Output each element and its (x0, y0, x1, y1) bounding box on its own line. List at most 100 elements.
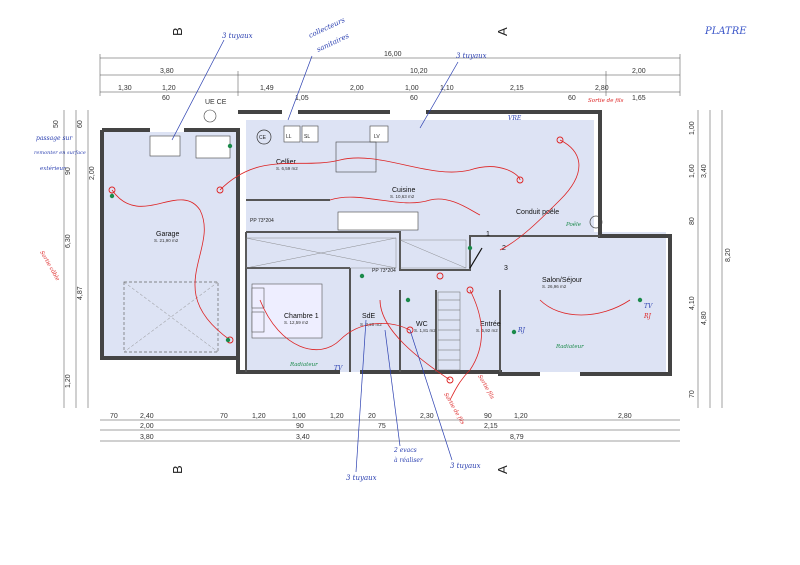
svg-text:4,87: 4,87 (77, 286, 84, 300)
note-tuyaux-bottom-left: 3 tuyaux (346, 474, 377, 482)
svg-text:90: 90 (484, 413, 492, 420)
svg-text:1,20: 1,20 (65, 374, 72, 388)
svg-text:3,40: 3,40 (296, 434, 310, 441)
note-rj-entree: RJ (517, 327, 526, 334)
note-evacs: 2 evacs (393, 447, 417, 454)
note-tv-bedroom: TV (334, 365, 343, 372)
svg-text:1,05: 1,05 (295, 95, 309, 102)
stairs (437, 291, 461, 371)
walls (100, 110, 672, 376)
svg-text:60: 60 (162, 95, 170, 102)
axis-b-bottom: B (170, 465, 185, 474)
dim-top-right: 2,00 (632, 68, 646, 75)
note-remonter: remonter en surface (34, 150, 86, 156)
svg-text:1,10: 1,10 (440, 85, 454, 92)
pp-door-1: PP 73*204 (250, 218, 274, 224)
marker-2: 2 (502, 245, 506, 252)
dim-bottom-row1: 70 2,40 70 1,20 1,00 1,20 20 2,30 90 1,2… (110, 413, 632, 420)
room-sde-name: SdE (362, 313, 376, 320)
room-salon-name: Salon/Séjour (542, 277, 583, 284)
plan-title: PLATRE (704, 26, 747, 37)
svg-text:60: 60 (77, 120, 84, 128)
room-cellier-name: Cellier (276, 159, 297, 166)
svg-text:75: 75 (378, 423, 386, 430)
room-entree-name: Entrée (480, 321, 501, 328)
svg-text:3,80: 3,80 (140, 434, 154, 441)
pp-door-2: PP 73*204 (372, 268, 396, 274)
meter-icon (203, 109, 217, 123)
ce-label: CE (259, 135, 267, 141)
svg-text:70: 70 (689, 390, 696, 398)
svg-text:90: 90 (65, 167, 72, 175)
service-points (109, 143, 643, 343)
floor-fill (104, 120, 666, 372)
svg-text:2,15: 2,15 (484, 423, 498, 430)
note-radiateur-left: Radiateur (289, 362, 318, 368)
kitchen-units (149, 125, 419, 231)
svg-text:60: 60 (410, 95, 418, 102)
ll-label: LL (286, 134, 292, 140)
note-tv-salon: TV (644, 303, 653, 310)
svg-text:1,20: 1,20 (330, 413, 344, 420)
axis-a-bottom: A (495, 465, 510, 474)
dim-total-top: 16,00 (384, 51, 402, 58)
svg-text:1,49: 1,49 (260, 85, 274, 92)
svg-text:2,80: 2,80 (595, 85, 609, 92)
svg-text:50: 50 (53, 120, 60, 128)
dim-top-row3: 1,30 1,20 1,49 2,00 1,00 1,10 2,15 60 1,… (118, 85, 646, 102)
vre-label: VRE (508, 115, 522, 122)
dim-bottom-row2: 2,00 90 75 2,15 (140, 423, 498, 430)
garage-door (123, 281, 219, 353)
svg-text:2,00: 2,00 (140, 423, 154, 430)
note-tuyaux-top-left: 3 tuyaux (222, 32, 253, 40)
room-garage-area: S. 21,90 m2 (154, 238, 179, 243)
note-radiateur-right: Radiateur (555, 344, 584, 350)
svg-text:1,00: 1,00 (689, 121, 696, 135)
room-chambre-name: Chambre 1 (284, 313, 319, 320)
hatched-zone (245, 237, 467, 269)
svg-text:60: 60 (568, 95, 576, 102)
svg-text:1,20: 1,20 (252, 413, 266, 420)
bottom-dimensions (100, 419, 680, 442)
dim-right-labels: 1,00 1,60 3,40 80 8,20 4,10 4,80 70 (689, 121, 732, 398)
svg-text:2,30: 2,30 (420, 413, 434, 420)
note-exterieur: extérieur (40, 165, 66, 172)
room-entree-area: S. 5,92 m2 (476, 328, 498, 333)
axis-b-top: B (170, 27, 185, 36)
room-salon-area: S. 26,96 m2 (542, 284, 567, 289)
room-garage-name: Garage (156, 231, 179, 238)
note-sortie-fils-top: Sortie de fils (588, 98, 624, 104)
svg-text:8,79: 8,79 (510, 434, 524, 441)
left-dimensions (63, 110, 89, 408)
svg-text:2,15: 2,15 (510, 85, 524, 92)
svg-text:1,65: 1,65 (632, 95, 646, 102)
dim-bottom-row3: 3,80 3,40 8,79 (140, 434, 524, 441)
dim-left-labels: 50 90 6,30 4,87 1,20 60 2,00 (53, 120, 96, 388)
note-a-realiser: à réaliser (394, 457, 424, 464)
svg-text:20: 20 (368, 413, 376, 420)
svg-text:80: 80 (689, 217, 696, 225)
electrical-cables (111, 139, 631, 401)
top-dimensions (99, 54, 681, 96)
svg-text:4,80: 4,80 (701, 311, 708, 325)
conduit-label: Conduit poêle (516, 209, 559, 216)
room-chambre-area: S. 12,59 m2 (284, 320, 309, 325)
note-poele: Poêle (565, 221, 582, 228)
svg-text:90: 90 (296, 423, 304, 430)
svg-text:2,00: 2,00 (350, 85, 364, 92)
svg-text:1,30: 1,30 (118, 85, 132, 92)
note-rj-salon: RJ (643, 313, 652, 320)
stove-icon (589, 215, 603, 229)
svg-text:2,80: 2,80 (618, 413, 632, 420)
svg-text:3,40: 3,40 (701, 164, 708, 178)
room-wc-name: WC (416, 321, 428, 328)
axis-a-top: A (495, 27, 510, 36)
svg-text:2,00: 2,00 (89, 166, 96, 180)
bed (251, 283, 323, 339)
ce-icon (256, 129, 272, 145)
svg-text:1,20: 1,20 (162, 85, 176, 92)
svg-text:6,30: 6,30 (65, 234, 72, 248)
right-dimensions (697, 110, 723, 408)
svg-text:4,10: 4,10 (689, 296, 696, 310)
note-passage: passage sur (36, 135, 73, 142)
